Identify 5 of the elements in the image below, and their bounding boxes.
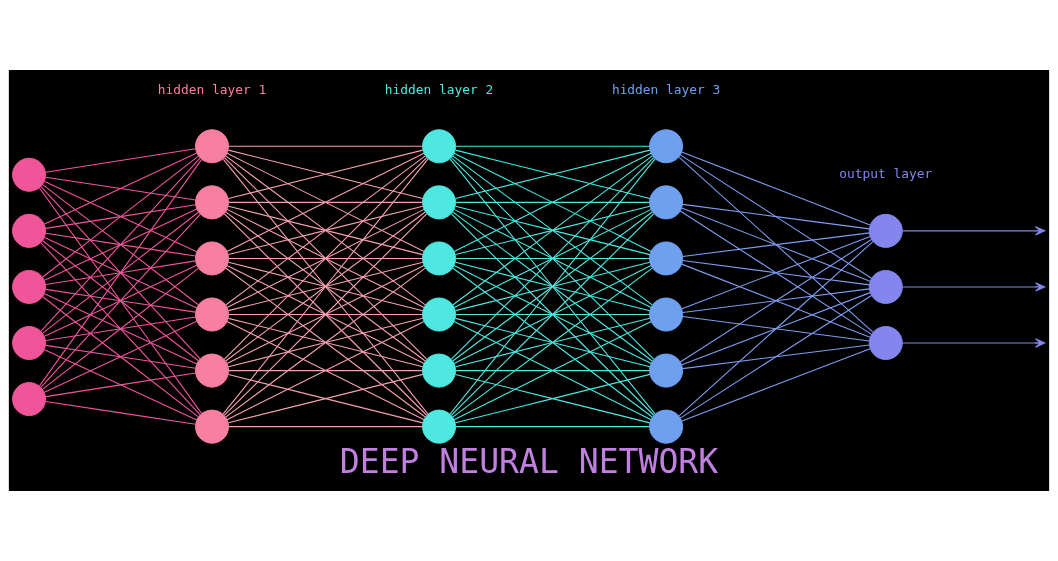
label: output layer xyxy=(839,166,933,182)
label: hidden layer 2 xyxy=(384,81,494,97)
label: hidden layer 1 xyxy=(157,81,267,97)
diagram-title: DEEP NEURAL NETWORK xyxy=(339,442,719,482)
label: hidden layer 3 xyxy=(611,81,721,97)
